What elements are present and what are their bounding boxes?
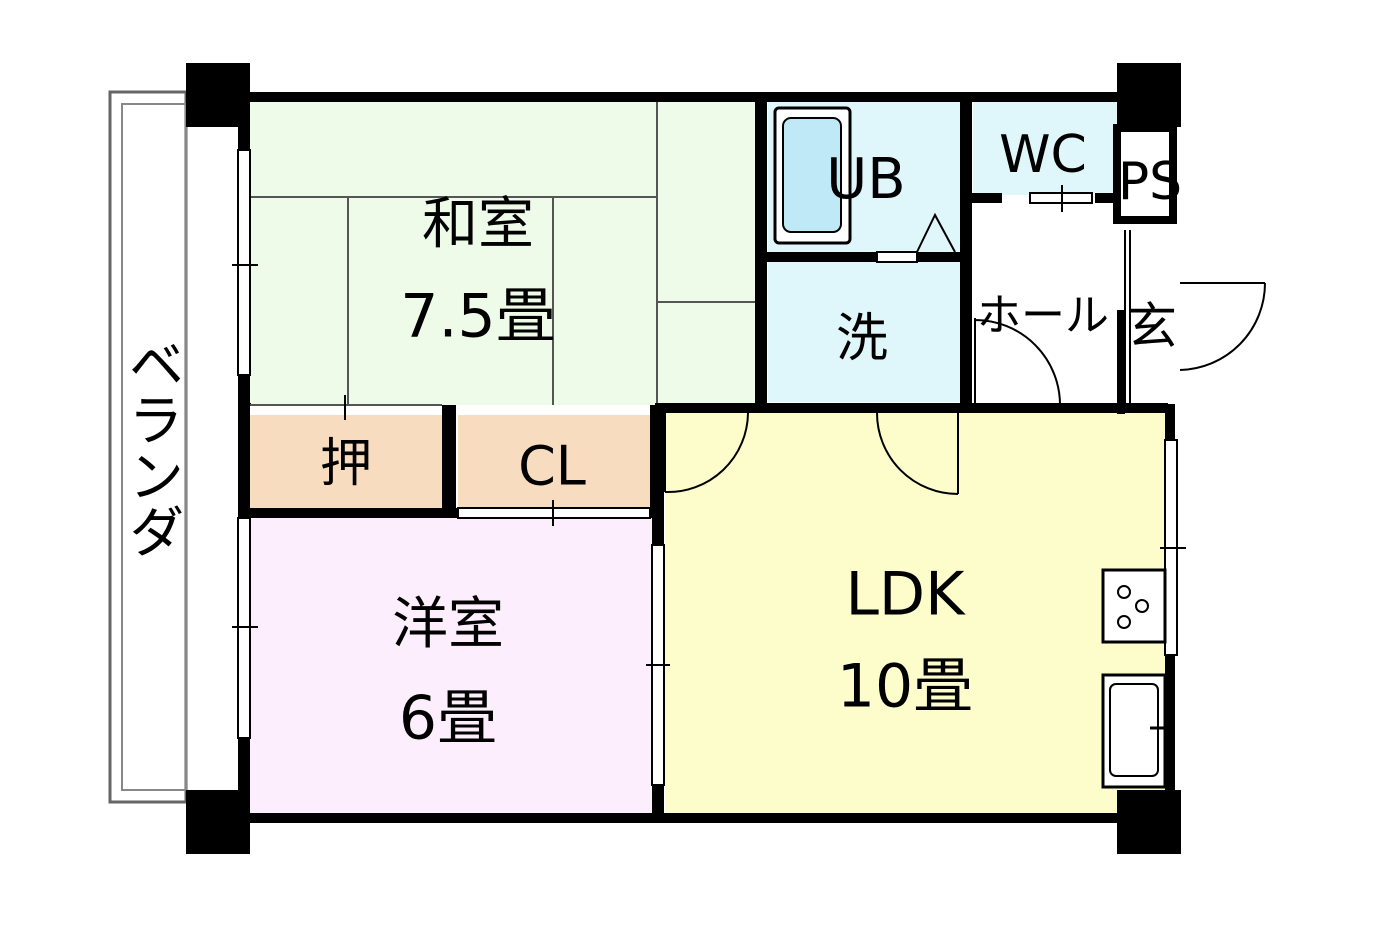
closet-fill (458, 415, 650, 510)
bathtub-icon (773, 106, 852, 245)
bath-label: UB (826, 147, 905, 212)
washitsu-name: 和室 (422, 192, 534, 257)
washroom-fill (768, 262, 960, 402)
yoshitsu-fill (250, 518, 655, 815)
washitsu-size: 7.5畳 (400, 282, 555, 352)
ldk-name: LDK (846, 560, 967, 630)
hall-label: ホール (977, 290, 1109, 341)
toilet-label: WC (999, 125, 1087, 185)
washitsu-fill (250, 100, 755, 405)
entrance-label: 玄 (1127, 298, 1177, 356)
yoshitsu-size: 6畳 (399, 684, 497, 754)
yoshitsu-name: 洋室 (392, 592, 504, 657)
toilet-fill (973, 100, 1118, 195)
veranda-inner-line (121, 103, 187, 791)
oshiire-fill (250, 415, 442, 510)
sink-icon (1101, 673, 1170, 789)
pipe-space-box (1113, 124, 1177, 224)
doors (664, 212, 1266, 495)
ldk-size: 10畳 (837, 652, 973, 722)
closet-label: CL (518, 435, 586, 498)
ldk-fill (665, 413, 1170, 815)
oshiire-label: 押 (320, 434, 372, 494)
window-ticks (232, 185, 1186, 666)
stove-icon (1101, 568, 1167, 644)
columns (186, 63, 1181, 854)
veranda-label: ベランダ (119, 335, 184, 559)
pipe-space-label: PS (1118, 152, 1182, 212)
washroom-label: 洗 (836, 309, 888, 369)
